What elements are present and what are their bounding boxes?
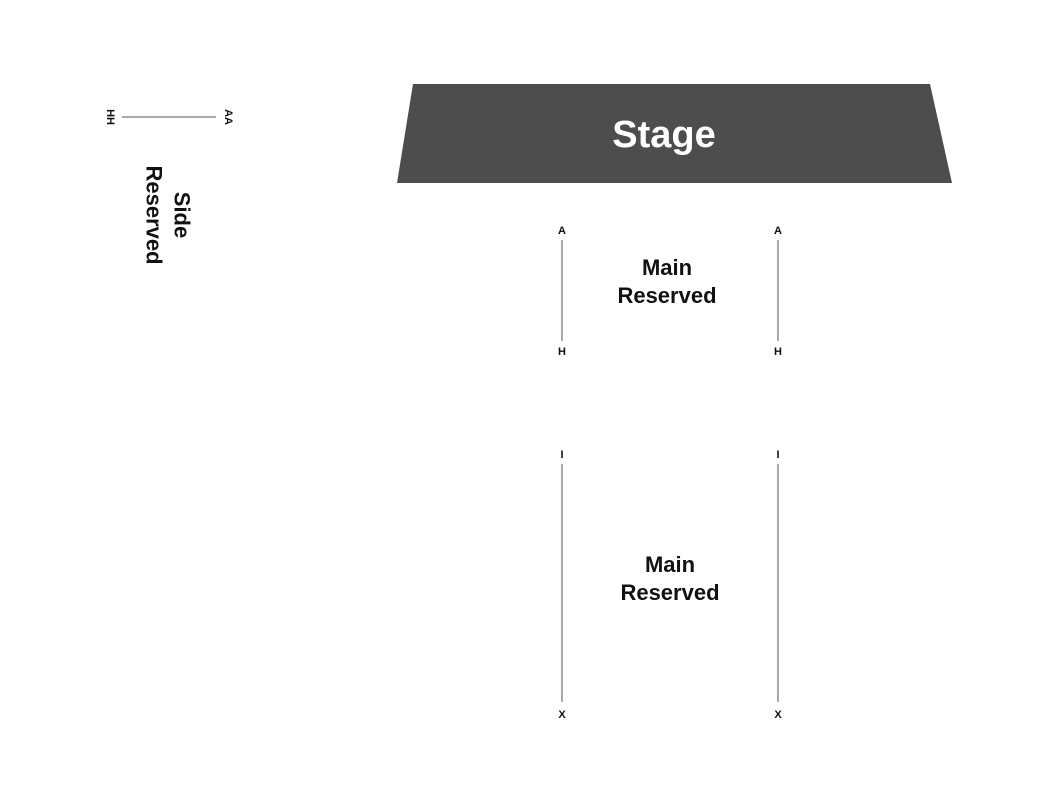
front-left-row-end-label: H [558, 346, 566, 358]
side-row-end-label: HH [104, 109, 116, 125]
main-reserved-front-section[interactable]: A H A H Main Reserved [558, 225, 782, 358]
front-left-row-start-label: A [558, 225, 566, 237]
side-reserved-section[interactable]: AA HH Side Reserved [104, 109, 234, 264]
stage: Stage [397, 84, 952, 183]
rear-left-row-end-label: X [558, 709, 566, 721]
front-right-row-start-label: A [774, 225, 782, 237]
stage-shape [397, 84, 952, 183]
front-section-label-line1: Main [642, 255, 692, 280]
side-section-label-line2: Reserved [142, 165, 167, 264]
side-section-label-line1: Side [170, 192, 195, 238]
side-row-start-label: AA [222, 109, 234, 125]
rear-left-row-start-label: I [560, 449, 563, 461]
front-section-label-line2: Reserved [617, 283, 716, 308]
main-reserved-rear-section[interactable]: I X I X Main Reserved [558, 449, 782, 721]
rear-section-label-line2: Reserved [620, 580, 719, 605]
front-right-row-end-label: H [774, 346, 782, 358]
rear-section-label-line1: Main [645, 552, 695, 577]
rear-right-row-end-label: X [774, 709, 782, 721]
stage-label: Stage [612, 114, 715, 156]
rear-right-row-start-label: I [776, 449, 779, 461]
